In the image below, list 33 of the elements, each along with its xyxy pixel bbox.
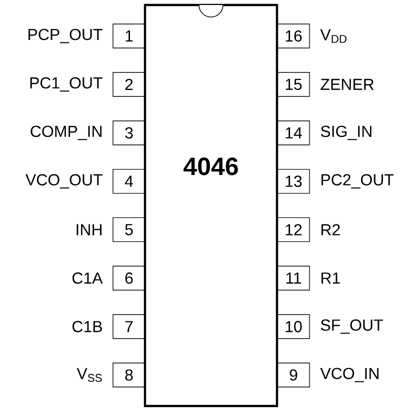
pin-box: 15 <box>277 72 310 97</box>
pin-box: 6 <box>112 266 146 290</box>
pin-box: 8 <box>112 362 146 388</box>
pin-box: 16 <box>277 24 310 48</box>
pin-box: 14 <box>277 120 310 146</box>
pin-label: VCO_IN <box>320 368 378 382</box>
pin-box: 7 <box>112 314 146 339</box>
pin-label: PC1_OUT <box>30 77 102 92</box>
pin-label: V$_{SS}$ <box>76 368 102 382</box>
pin-label: PCP_OUT <box>28 28 102 44</box>
pin-label: R1 <box>322 272 340 284</box>
pin-label: SF_OUT <box>320 319 383 334</box>
pin-label: R2 <box>322 224 340 236</box>
pin-box: 9 <box>277 362 310 388</box>
pin-box: 4 <box>112 168 146 194</box>
pin-label: COMP_IN <box>30 126 102 140</box>
pin-label: INH <box>76 224 102 236</box>
pin-label: SIG_IN <box>320 126 372 140</box>
chip-body: 4046 <box>144 4 278 408</box>
pin-label: ZENER <box>320 78 374 90</box>
pin-box: 13 <box>277 168 310 194</box>
pin-box: 12 <box>277 217 310 242</box>
pin-box: 3 <box>112 120 146 146</box>
pin-box: 5 <box>112 217 146 242</box>
pin-box: 10 <box>277 314 310 339</box>
pin-box: 11 <box>277 266 310 290</box>
pin-label: VCO_OUT <box>26 174 102 188</box>
pin-box: 1 <box>112 24 146 48</box>
pin-box: 2 <box>112 72 146 97</box>
pin-label: PC2_OUT <box>322 174 394 188</box>
pin-label: C1A <box>72 272 103 284</box>
pin-label: C1B <box>72 320 102 332</box>
pin-label: V$_{DD}$ <box>320 29 346 43</box>
